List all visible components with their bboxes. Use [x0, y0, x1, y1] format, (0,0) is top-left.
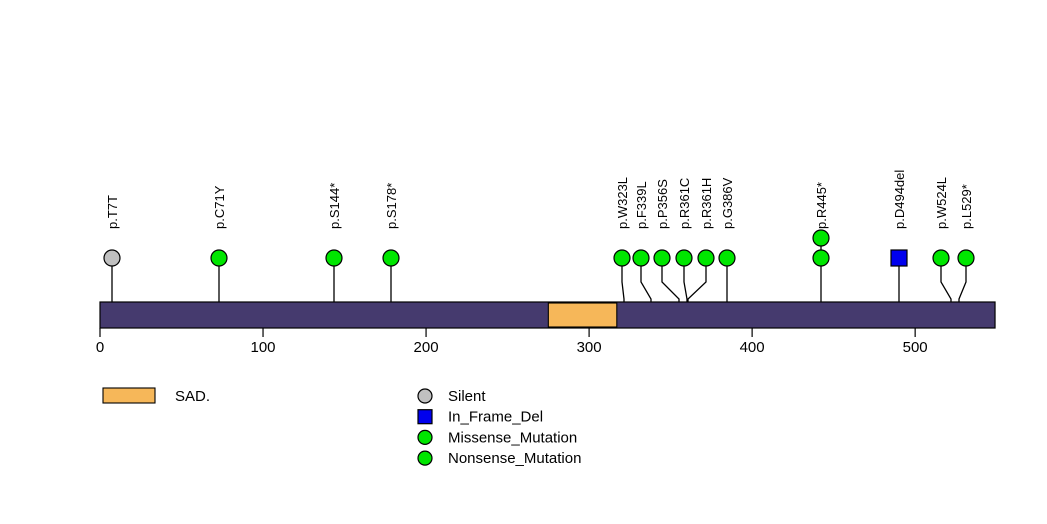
- mutation-marker-pR445[interactable]: [812, 229, 830, 247]
- mutation-label-pT7T: p.T7T: [105, 195, 120, 229]
- mutation-marker-pR445[interactable]: [812, 249, 830, 267]
- mutation-marker-pP356S[interactable]: [653, 249, 671, 267]
- legend-label-InFrameDel: In_Frame_Del: [448, 409, 543, 426]
- legend-marker-InFrameDel[interactable]: [417, 409, 433, 425]
- mutation-label-pC71Y: p.C71Y: [212, 185, 227, 229]
- legend-marker-Silent[interactable]: [417, 388, 433, 404]
- mutation-marker-pG386V[interactable]: [718, 249, 736, 267]
- mutation-label-pR445: p.R445*: [814, 182, 829, 229]
- mutation-marker-pW524L[interactable]: [932, 249, 950, 267]
- mutation-label-pW524L: p.W524L: [934, 177, 949, 229]
- mutation-label-pL529: p.L529*: [959, 184, 974, 229]
- axis-tick-label-400: 400: [740, 339, 765, 356]
- mutation-label-pF339L: p.F339L: [634, 181, 649, 229]
- mutation-marker-pC71Y[interactable]: [210, 249, 228, 267]
- mutation-marker-pS178[interactable]: [382, 249, 400, 267]
- protein-domain-SAD[interactable]: [547, 302, 618, 328]
- protein-backbone-layer: [99, 301, 996, 329]
- protein-backbone: [99, 301, 996, 329]
- mutation-labels-layer: p.T7T p.C71Y p.S144* p.S178* p.W323L p.F339L p…: [105, 170, 974, 229]
- legend-label-Silent: Silent: [448, 388, 486, 405]
- legend-label-MissenseMutation: Missense_Mutation: [448, 429, 577, 446]
- mutation-label-pD494del: p.D494del: [892, 170, 907, 229]
- mutation-marker-pW323L[interactable]: [613, 249, 631, 267]
- mutation-marker-pT7T[interactable]: [103, 249, 121, 267]
- legend-marker-MissenseMutation[interactable]: [417, 429, 433, 445]
- x-axis-layer: 0 100 200 300 400 500: [96, 328, 928, 356]
- legend-label-NonsenseMutation: Nonsense_Mutation: [448, 450, 581, 467]
- axis-tick-label-500: 500: [903, 339, 928, 356]
- mutation-label-pG386V: p.G386V: [720, 177, 735, 229]
- mutation-marker-pL529[interactable]: [957, 249, 975, 267]
- mutation-markers-layer: [103, 229, 975, 267]
- legend-domain-swatch-SAD[interactable]: [102, 387, 156, 404]
- axis-tick-label-0: 0: [96, 339, 104, 356]
- legend-domain-label-SAD: SAD.: [175, 388, 210, 405]
- mutation-marker-pR361C[interactable]: [675, 249, 693, 267]
- mutation-label-pR361H: p.R361H: [699, 178, 714, 229]
- mutation-marker-pD494del[interactable]: [890, 249, 908, 267]
- mutation-label-pR361C: p.R361C: [677, 178, 692, 229]
- mutation-marker-pR361H[interactable]: [697, 249, 715, 267]
- mutation-label-pS178: p.S178*: [384, 183, 399, 229]
- mutation-label-pP356S: p.P356S: [655, 179, 670, 229]
- axis-tick-label-200: 200: [414, 339, 439, 356]
- mutation-label-pS144: p.S144*: [327, 183, 342, 229]
- mutation-marker-pS144[interactable]: [325, 249, 343, 267]
- legend-layer: SAD. SilentIn_Frame_DelMissense_MutationN…: [102, 387, 581, 467]
- legend-marker-NonsenseMutation[interactable]: [417, 450, 433, 466]
- axis-tick-label-300: 300: [577, 339, 602, 356]
- mutation-marker-pF339L[interactable]: [632, 249, 650, 267]
- axis-tick-label-100: 100: [251, 339, 276, 356]
- mutation-label-pW323L: p.W323L: [615, 177, 630, 229]
